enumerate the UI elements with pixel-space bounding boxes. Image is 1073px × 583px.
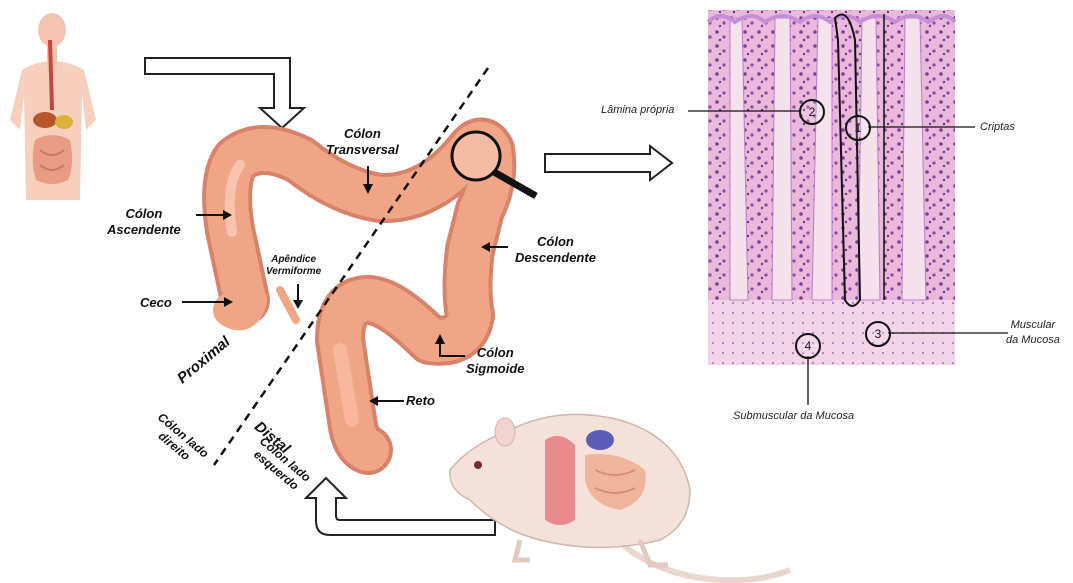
marker-3: 3 xyxy=(865,321,891,347)
label-submuscular: Submuscular da Mucosa xyxy=(733,410,854,422)
label-ceco: Ceco xyxy=(140,295,172,311)
marker-2: 2 xyxy=(799,99,825,125)
arrow-human-to-colon xyxy=(145,58,304,128)
label-lamina-propria: Lâmina própria xyxy=(601,104,674,116)
colon-illustration xyxy=(227,143,491,451)
histology-image xyxy=(708,10,955,365)
marker-4: 4 xyxy=(795,333,821,359)
arrow-colon-to-histology xyxy=(545,146,672,180)
human-body-icon xyxy=(10,13,96,200)
label-reto: Reto xyxy=(406,393,435,409)
rat-anatomy-icon xyxy=(450,414,790,580)
marker-1: 1 xyxy=(845,115,871,141)
label-criptas: Criptas xyxy=(980,121,1015,133)
